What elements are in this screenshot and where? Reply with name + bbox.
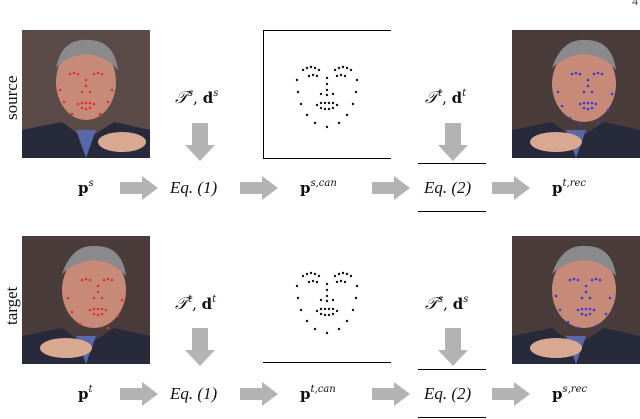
- target-output-face-photo: [512, 236, 640, 364]
- target-right-arrow-1: [120, 382, 158, 406]
- source-output-symbol: pt,rec: [552, 178, 586, 197]
- target-right-arrow-3: [372, 382, 410, 406]
- source-params-1: 𝒯s, ds: [175, 88, 219, 107]
- target-eq1-label: Eq. (1): [170, 384, 218, 403]
- source-eq1-label: Eq. (1): [170, 178, 218, 197]
- source-right-arrow-4: [492, 176, 530, 200]
- row-label-source: source: [2, 75, 21, 120]
- target-canonical-symbol: pt,can: [300, 384, 336, 403]
- source-output-face-photo: [512, 30, 640, 158]
- target-input-landmarks: [66, 277, 124, 330]
- source-input-symbol: ps: [78, 178, 94, 197]
- target-params-1: 𝒯t, dt: [175, 294, 217, 313]
- target-params-2: 𝒯s, ds: [425, 294, 469, 313]
- source-down-arrow-2: [438, 123, 468, 161]
- source-right-arrow-3: [372, 176, 410, 200]
- source-output-landmarks: [556, 71, 614, 126]
- page-number: 4: [632, 0, 638, 8]
- target-output-symbol: ps,rec: [552, 384, 588, 403]
- target-down-arrow-1: [185, 328, 215, 366]
- source-canonical-landmarks: [295, 65, 359, 129]
- target-input-symbol: pt: [78, 384, 93, 403]
- target-right-arrow-4: [492, 382, 530, 406]
- row-label-target: target: [2, 286, 21, 325]
- source-input-face-photo: [22, 30, 150, 158]
- target-output-landmarks: [554, 277, 612, 330]
- target-down-arrow-2: [438, 328, 468, 366]
- target-eq2-label: Eq. (2): [424, 384, 472, 403]
- source-input-landmarks: [58, 71, 114, 116]
- source-eq2-label: Eq. (2): [424, 178, 472, 197]
- source-right-arrow-1: [120, 176, 158, 200]
- source-canonical-symbol: ps,can: [300, 178, 337, 197]
- source-params-2: 𝒯t, dt: [425, 88, 467, 107]
- target-input-face-photo: [22, 236, 150, 364]
- target-canonical-landmarks: [295, 271, 359, 335]
- target-right-arrow-2: [240, 382, 278, 406]
- source-down-arrow-1: [185, 123, 215, 161]
- source-right-arrow-2: [240, 176, 278, 200]
